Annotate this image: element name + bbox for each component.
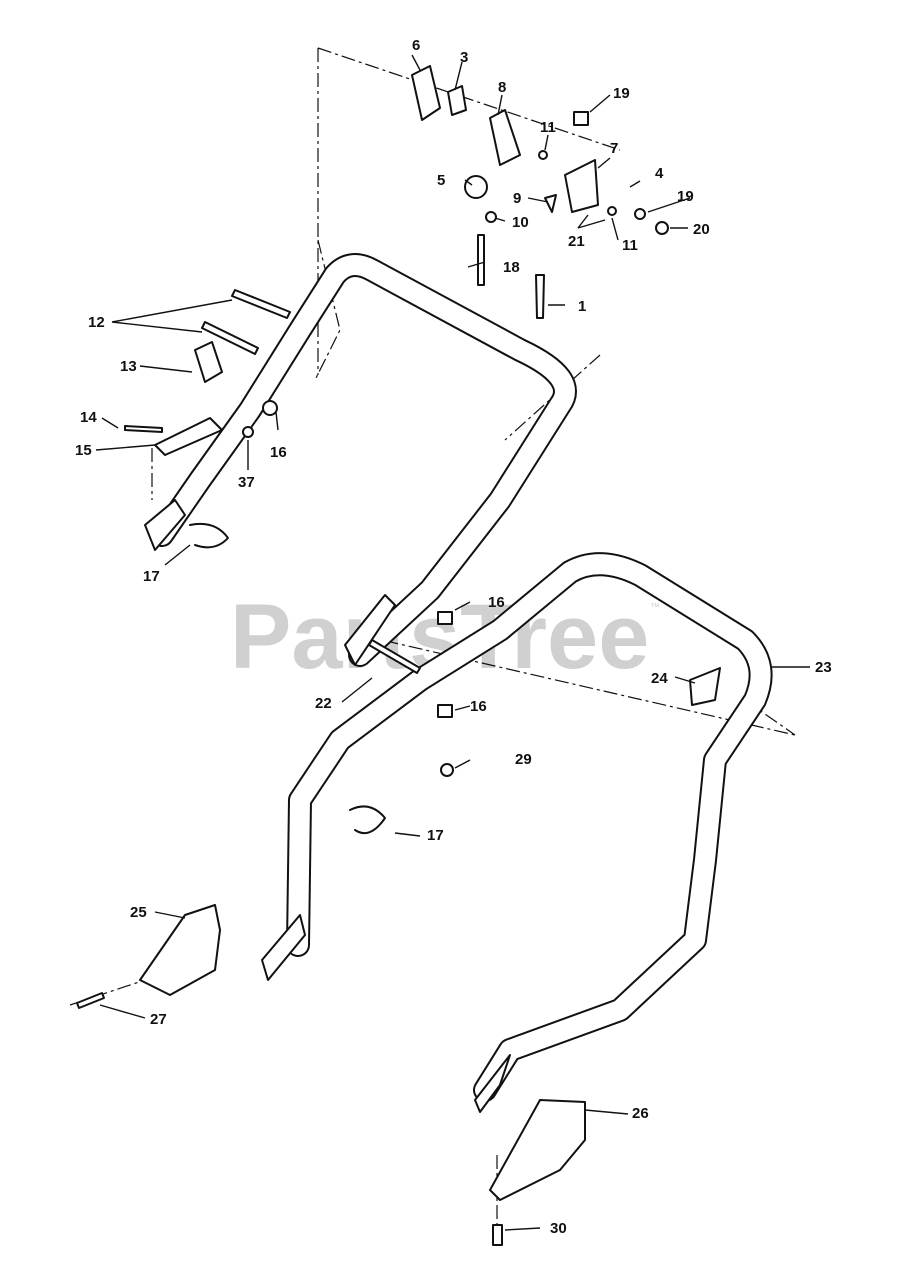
part-14-screw <box>124 425 163 433</box>
lower-hardware <box>76 611 721 1246</box>
callout-27: 27 <box>150 1011 167 1028</box>
callout-11b: 11 <box>622 237 638 254</box>
part-12-bolt-b <box>201 321 259 355</box>
part-5-knob <box>464 175 488 199</box>
part-20-eyelet <box>655 221 669 235</box>
part-24-knob <box>689 667 721 706</box>
upper-handle <box>144 253 577 667</box>
callout-16c: 16 <box>470 698 487 715</box>
callout-21: 21 <box>568 233 585 250</box>
part-11-screw <box>538 150 548 160</box>
callout-9: 9 <box>513 190 521 207</box>
control-housing <box>411 65 669 319</box>
callout-3: 3 <box>460 49 468 66</box>
part-37-washer <box>242 426 254 438</box>
callout-19a: 19 <box>613 85 630 102</box>
callout-14: 14 <box>80 409 97 426</box>
callout-4: 4 <box>655 165 664 182</box>
callout-19b: 19 <box>677 188 694 205</box>
callout-15: 15 <box>75 442 92 459</box>
leader-lines <box>95 54 810 1231</box>
callout-23: 23 <box>815 659 832 676</box>
callout-16b: 16 <box>488 594 505 611</box>
part-19-washer <box>634 208 646 220</box>
callout-26: 26 <box>632 1105 649 1122</box>
callout-1: 1 <box>578 298 586 315</box>
callout-29: 29 <box>515 751 532 768</box>
callout-6: 6 <box>412 37 420 54</box>
callout-24: 24 <box>651 670 668 687</box>
callout-22: 22 <box>315 695 332 712</box>
callout-11a: 11 <box>540 119 556 136</box>
part-27-bolt <box>76 992 105 1009</box>
part-18-cable <box>477 234 485 286</box>
callout-12: 12 <box>88 314 105 331</box>
part-8-bracket <box>489 109 521 166</box>
part-17-ring-b <box>349 805 386 834</box>
callout-labels: 1 3 4 5 6 7 8 9 10 11 11 12 13 14 15 16 … <box>75 37 832 1237</box>
part-12-bolt-a <box>231 289 291 319</box>
callout-8: 8 <box>498 79 506 96</box>
callout-16a: 16 <box>270 444 287 461</box>
left-hardware <box>124 289 291 549</box>
part-10-nut <box>485 211 497 223</box>
part-29-eyebolt <box>440 763 454 777</box>
callout-17b: 17 <box>427 827 444 844</box>
part-7-housing <box>564 159 599 213</box>
callout-13: 13 <box>120 358 137 375</box>
callout-7: 7 <box>610 140 618 157</box>
part-4-pin <box>629 180 641 188</box>
part-13-cam <box>194 341 223 383</box>
part-16-nut-bottom <box>437 704 453 718</box>
callout-17a: 17 <box>143 568 160 585</box>
part-16-nut-top <box>437 611 453 625</box>
part-1-wire <box>535 274 545 319</box>
callout-18: 18 <box>503 259 520 276</box>
watermark-trademark: ™ <box>650 602 660 613</box>
part-9-spring <box>544 194 557 213</box>
part-6-cover <box>411 65 441 121</box>
callout-10: 10 <box>512 214 529 231</box>
callout-37: 37 <box>238 474 255 491</box>
part-11-screw-b <box>607 206 617 216</box>
lower-handle <box>261 552 773 1113</box>
part-16-nut <box>262 400 278 416</box>
callout-5: 5 <box>437 172 445 189</box>
part-15-bracket <box>154 417 223 456</box>
part-17-ring <box>189 522 229 549</box>
part-3-clip <box>447 85 467 116</box>
callout-30: 30 <box>550 1220 567 1237</box>
part-22-bolt <box>368 639 421 674</box>
part-19-switch <box>573 111 589 126</box>
callout-20: 20 <box>693 221 710 238</box>
part-25-bracket <box>139 904 221 996</box>
part-30-bolt <box>492 1224 503 1246</box>
callout-25: 25 <box>130 904 147 921</box>
part-26-bracket <box>489 1099 586 1201</box>
